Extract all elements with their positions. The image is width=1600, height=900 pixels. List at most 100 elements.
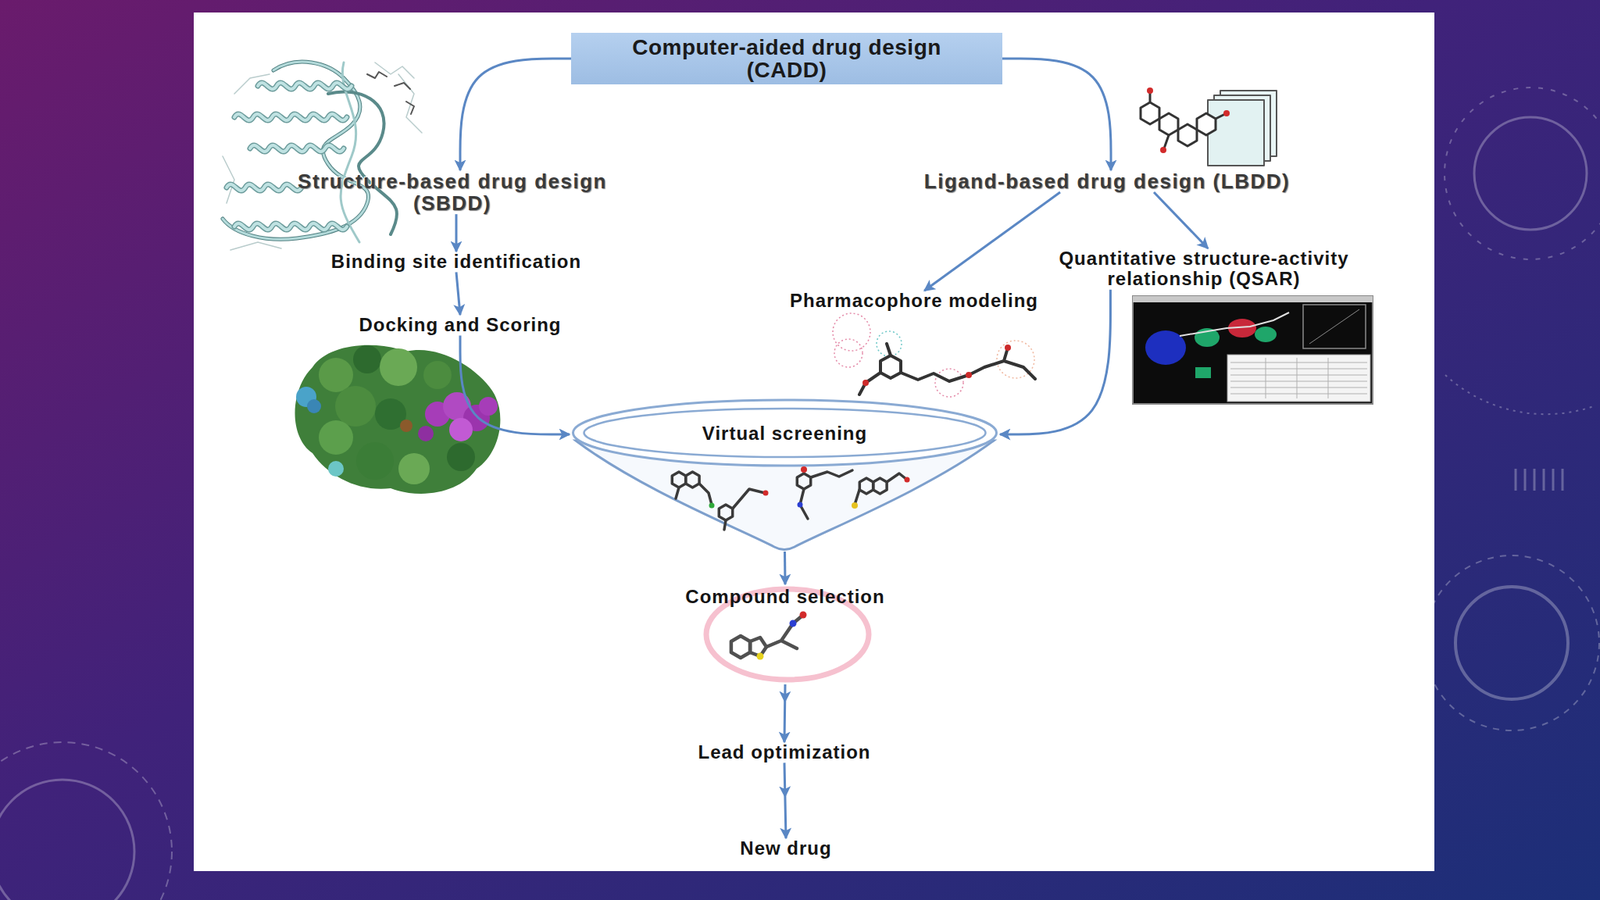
connector-group — [456, 58, 1208, 839]
ligand-icon — [1140, 87, 1277, 166]
protein-surface — [417, 425, 434, 442]
ligand-icon — [1160, 146, 1167, 154]
candidate-molecules — [709, 503, 715, 509]
flow-arrow — [1153, 192, 1208, 249]
candidate-molecules — [671, 466, 910, 530]
step-label: Lead optimization — [643, 742, 925, 763]
flow-arrow — [783, 551, 787, 585]
protein-ribbon — [257, 82, 352, 90]
qsar-screenshot — [1132, 296, 1373, 303]
qsar-screenshot — [1195, 367, 1211, 379]
candidate-molecules — [718, 504, 733, 521]
protein-surface — [353, 345, 382, 374]
decor-circles — [1455, 586, 1568, 700]
decor-circles — [1444, 87, 1600, 260]
ligand-icon — [1178, 124, 1197, 147]
qsar-screenshot — [1179, 312, 1290, 336]
protein-ribbon — [250, 145, 344, 152]
protein-surface — [398, 453, 430, 485]
step-label: New drug — [684, 838, 888, 859]
decor-circles — [0, 742, 172, 900]
approach-heading: Ligand-based drug design (LBDD) — [911, 170, 1303, 193]
protein-surface — [335, 385, 376, 427]
funnel-shape — [569, 395, 1000, 552]
candidate-molecules — [763, 490, 769, 497]
protein-surface — [295, 345, 501, 494]
flow-arrow — [784, 762, 786, 839]
flow-arrow — [1000, 289, 1111, 435]
protein-surface — [318, 357, 354, 393]
qsar-screenshot — [1254, 326, 1277, 343]
protein-surface — [356, 442, 394, 480]
ligand-icon — [1150, 92, 1225, 149]
flow-arrow — [455, 214, 458, 252]
protein-ribbon — [226, 184, 302, 191]
pharmacophore-image — [832, 313, 871, 351]
pharmacophore-image — [862, 379, 869, 386]
candidate-molecules — [796, 473, 811, 490]
candidate-molecules — [859, 478, 873, 494]
protein-surface — [318, 420, 354, 455]
pharmacophore-image — [1004, 344, 1011, 351]
node-text: Quantitative structure-activity relation… — [1000, 248, 1408, 290]
protein-surface — [446, 442, 475, 472]
ligand-icon — [1223, 110, 1230, 117]
qsar-screenshot — [1303, 304, 1366, 349]
candidate-molecules — [851, 502, 858, 509]
protein-ribbon — [250, 145, 344, 152]
decor-circles — [1424, 555, 1600, 731]
funnel-shape — [573, 400, 997, 550]
flow-arrow — [456, 271, 461, 315]
decor-circles — [1474, 117, 1587, 230]
pharmacophore-image — [859, 343, 1036, 395]
method-label: Quantitative structure-activity relation… — [1000, 248, 1408, 290]
ligand-icon — [1140, 102, 1160, 125]
protein-ribbon — [222, 61, 422, 250]
protein-surface — [328, 460, 344, 477]
protein-surface — [379, 348, 418, 386]
protein-ribbon — [234, 223, 347, 230]
protein-ribbon — [222, 61, 369, 240]
white-panel — [193, 12, 1435, 872]
qsar-screenshot — [1309, 309, 1360, 344]
protein-surface — [307, 399, 322, 414]
compound-molecule — [800, 611, 808, 619]
ligand-icon — [1196, 113, 1216, 136]
node-text: Virtual screening — [702, 423, 868, 444]
pharmacophore-image — [834, 339, 863, 368]
qsar-screenshot — [1132, 296, 1373, 404]
node-text: Compound selection — [685, 586, 885, 608]
node-text: Ligand-based drug design (LBDD) — [924, 170, 1290, 193]
pharmacophore-image — [859, 343, 1036, 395]
protein-ribbon — [234, 114, 347, 121]
step-label: Docking and Scoring — [303, 314, 617, 336]
protein-surface — [295, 345, 501, 494]
protein-ribbon — [257, 82, 352, 90]
candidate-molecules — [904, 477, 911, 483]
compound-molecule — [731, 635, 750, 658]
node-text: Computer-aided drug design (CADD) — [607, 35, 967, 83]
candidate-molecules — [854, 473, 908, 505]
compound-molecule — [789, 620, 797, 628]
candidate-molecules — [797, 502, 804, 508]
decor-circles — [1445, 375, 1594, 415]
protein-ribbon — [367, 71, 415, 115]
ligand-icon — [1146, 87, 1154, 94]
pharmacophore-image — [965, 371, 972, 379]
protein-surface — [423, 360, 452, 390]
flow-arrow — [460, 58, 572, 171]
method-label: Pharmacophore modeling — [742, 290, 1086, 311]
protein-ribbon — [328, 91, 397, 235]
compound-molecule — [731, 611, 808, 661]
candidate-molecules — [873, 478, 887, 494]
qsar-screenshot — [1227, 354, 1371, 402]
node-text: New drug — [739, 838, 832, 859]
node-text: Docking and Scoring — [358, 314, 561, 336]
ligand-icon — [1159, 113, 1179, 136]
flow-arrow — [784, 684, 786, 743]
compound-node: Compound selection — [640, 584, 930, 685]
approach-heading: Structure-based drug design (SBDD) — [257, 170, 648, 215]
node-text: Structure-based drug design (SBDD) — [257, 170, 648, 215]
